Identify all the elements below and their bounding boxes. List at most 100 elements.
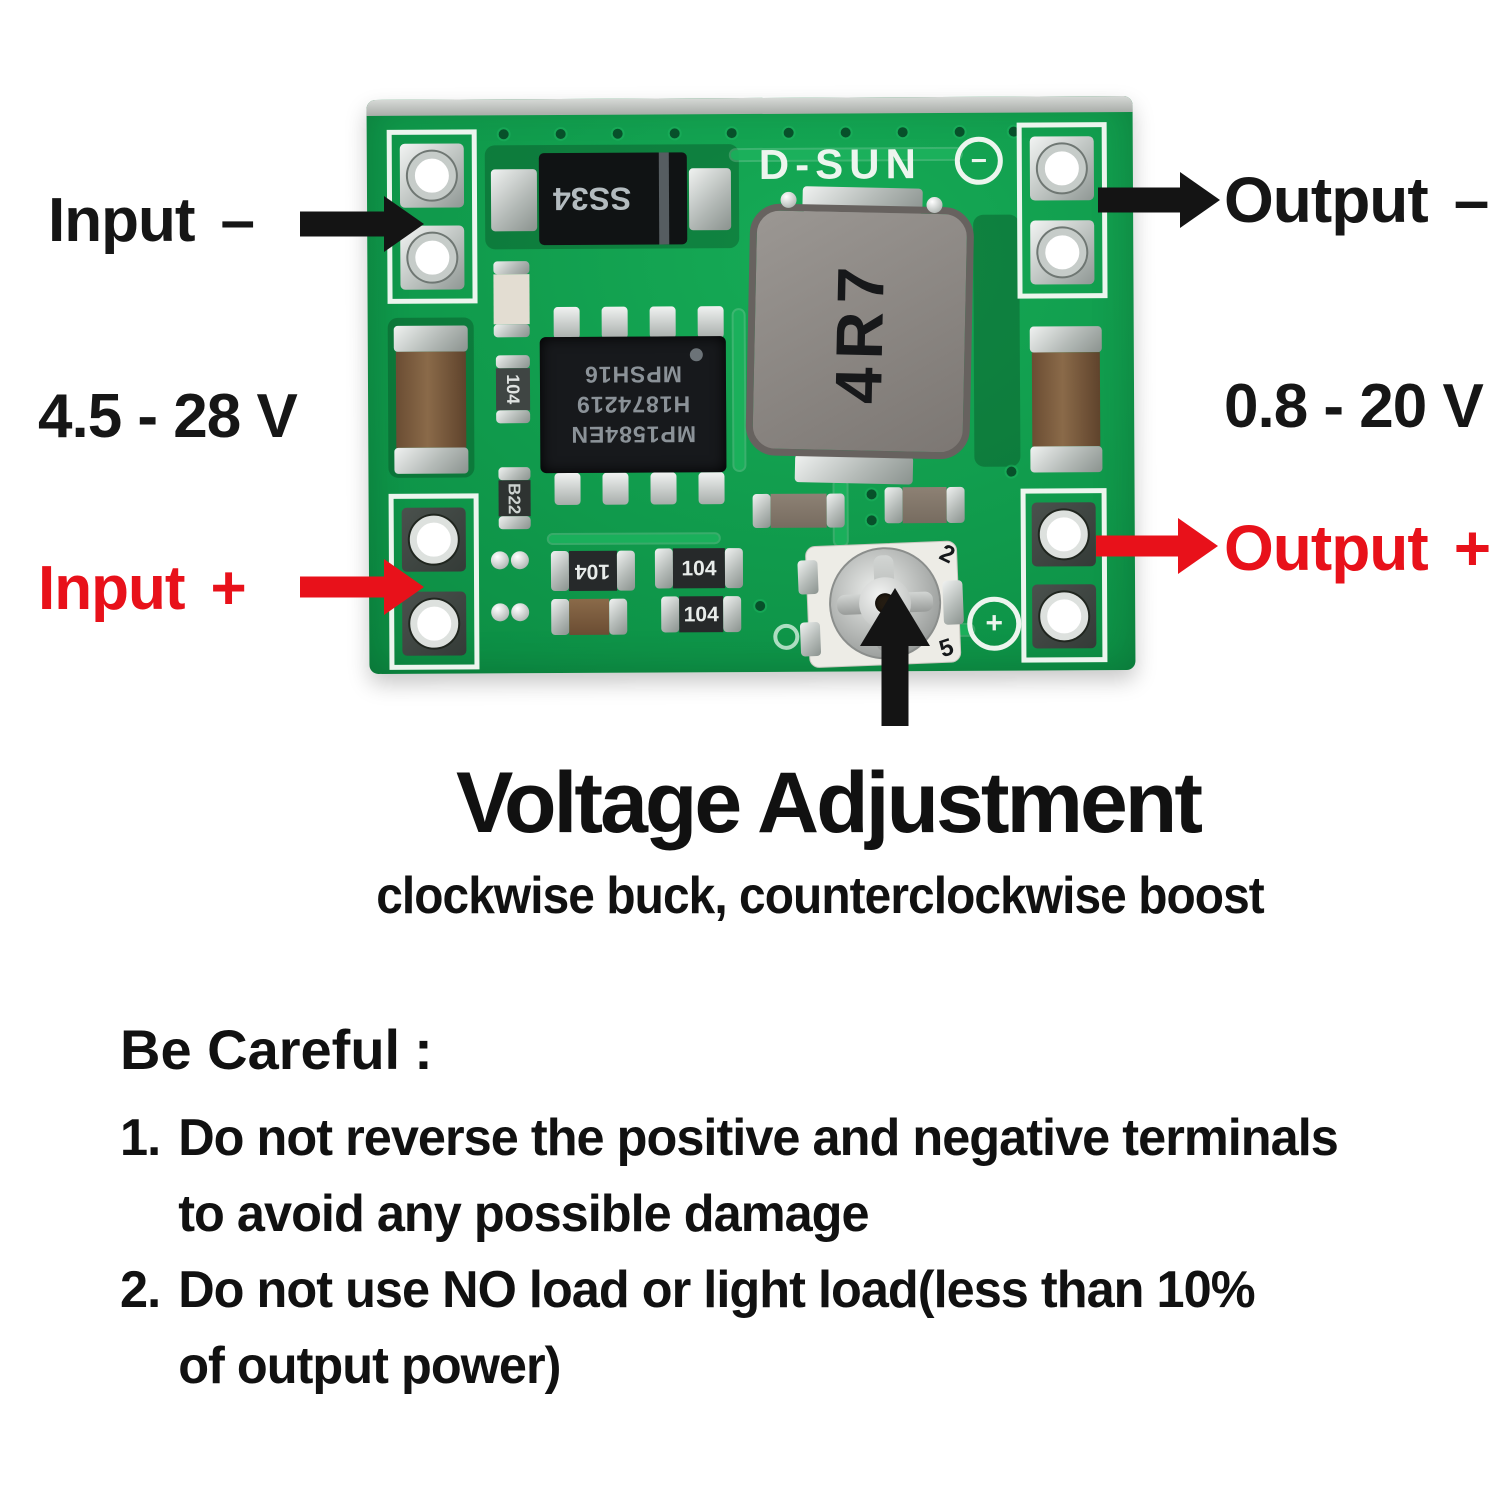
warning-1-line1: Do not reverse the positive and negative…: [178, 1109, 1339, 1167]
smd-body: [902, 486, 947, 524]
solder-blob: [491, 603, 510, 622]
warning-1-lines: Do not reverse the positive and negative…: [178, 1100, 1339, 1252]
via-dot: [897, 127, 908, 138]
smd-terminal: [724, 548, 744, 589]
warning-item-1: 1. Do not reverse the positive and negat…: [120, 1100, 1339, 1252]
via-dot: [498, 129, 509, 140]
inductor-4r7: 4R7: [745, 185, 975, 486]
smd-marking: B22: [505, 482, 525, 514]
ic-lead: [553, 306, 580, 340]
capacitor-terminal: [1030, 446, 1103, 473]
through-hole: [1040, 592, 1089, 641]
smd-body: 104: [568, 550, 618, 591]
brand-silkscreen: D-SUN: [758, 140, 922, 188]
diode-terminal: [688, 168, 732, 231]
output-minus-pads: [1016, 122, 1108, 299]
input-minus-sign: –: [220, 186, 255, 255]
output-minus-sign: –: [1453, 164, 1490, 236]
ic-lead: [601, 306, 628, 339]
through-hole: [1039, 510, 1088, 559]
through-hole: [1037, 144, 1086, 193]
smd-resistor-mid-right: [884, 486, 965, 524]
capacitor-body: [395, 351, 467, 448]
solder-pad: [1030, 220, 1095, 285]
inductor-marking: 4R7: [821, 258, 899, 405]
input-minus-label: Input –: [48, 186, 255, 255]
smd-resistor-104-b: 104: [661, 596, 742, 633]
ic-marking-line3: MPSH16: [583, 361, 683, 388]
smd-terminal: [946, 486, 965, 523]
output-plus-arrow-icon: [1096, 518, 1218, 574]
via-dot: [726, 128, 737, 139]
capacitor-terminal: [393, 325, 468, 352]
input-plus-label: Input +: [38, 554, 247, 623]
smd-terminal: [752, 493, 771, 528]
arrow-shaft: [300, 576, 388, 598]
ic-marking-line2: H1874219: [575, 391, 691, 418]
input-minus-text: Input: [48, 186, 195, 255]
plus-glyph: +: [985, 606, 1004, 640]
input-plus-sign: +: [210, 554, 247, 623]
diode-cathode-band: [658, 152, 670, 245]
ic-pin1-dot: [689, 348, 703, 362]
warning-1-number: 1.: [120, 1109, 161, 1167]
inductor-body: 4R7: [745, 203, 975, 460]
input-range-label: 4.5 - 28 V: [38, 382, 298, 451]
smd-resistor-104-flipped: 104: [550, 550, 636, 592]
smd-marking: 104: [681, 556, 717, 580]
via-dot: [755, 600, 766, 611]
smd-resistor-104-a: 104: [654, 548, 744, 589]
through-hole: [407, 151, 457, 200]
warning-2-number: 2.: [120, 1261, 161, 1319]
via-dot: [866, 489, 877, 500]
ic-lead: [554, 472, 581, 506]
arrow-shaft: [1098, 187, 1184, 213]
minus-glyph: −: [970, 144, 988, 176]
through-hole: [1038, 228, 1087, 277]
inductor-terminal: [794, 454, 914, 485]
arrow-shaft: [300, 211, 388, 237]
smd-terminal: [723, 596, 742, 633]
be-careful-colon: :: [414, 1018, 433, 1081]
via-dot: [612, 128, 623, 139]
warning-2-line2: of output power): [178, 1337, 561, 1395]
smd-terminal: [496, 410, 531, 424]
solder-blob: [490, 551, 509, 570]
via-dot: [555, 128, 566, 140]
arrow-head: [1180, 172, 1220, 228]
via-dot: [1006, 466, 1017, 477]
smd-terminal: [498, 516, 531, 530]
voltage-adjustment-subtitle: clockwise buck, counterclockwise boost: [376, 867, 1265, 925]
plus-polarity-mark: +: [967, 596, 1022, 651]
trimmer-wiper-contact: [942, 580, 965, 625]
arrow-shaft: [1096, 535, 1182, 557]
output-plus-pads: [1020, 488, 1108, 663]
via-dot: [954, 126, 965, 137]
smd-terminal: [550, 550, 570, 592]
ic-lead: [650, 472, 677, 505]
smd-terminal: [609, 598, 628, 635]
output-plus-text: Output: [1224, 512, 1429, 584]
output-plus-sign: +: [1453, 512, 1491, 584]
smd-terminal: [826, 493, 845, 528]
ic-body: MP1584EN H1874219 MPSH16: [539, 336, 727, 474]
smd-cap-104: 104: [495, 355, 531, 424]
output-plus-label: Output +: [1224, 512, 1491, 584]
smd-body: 104: [495, 368, 531, 411]
smd-terminal: [493, 324, 530, 338]
input-minus-arrow-icon: [300, 196, 424, 252]
via-dot: [866, 515, 877, 526]
ic-lead: [698, 472, 725, 505]
smd-body: [569, 598, 610, 635]
smd-body: [493, 274, 530, 325]
arrow-head: [384, 559, 424, 615]
smd-marking: 104: [683, 602, 719, 626]
be-careful-text: Be Careful: [120, 1018, 401, 1081]
smd-capacitor-white: [493, 261, 530, 338]
arrow-shaft: [881, 644, 909, 726]
output-minus-text: Output: [1224, 164, 1429, 236]
smd-resistor-mid-left: [752, 493, 845, 528]
warning-item-2: 2. Do not use NO load or light load(less…: [120, 1252, 1256, 1404]
ic-lead: [697, 306, 724, 339]
